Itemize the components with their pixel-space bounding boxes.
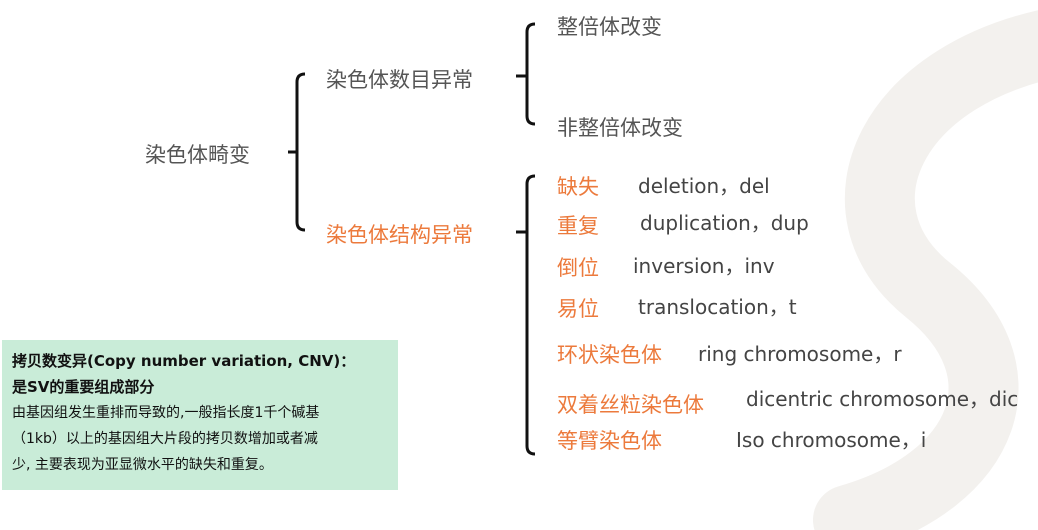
- term-isochromosome-en: Iso chromosome，i: [736, 428, 927, 452]
- term-isochromosome-cn: 等臂染色体: [557, 429, 662, 453]
- cnv-note-body-line: 由基因组发生重排而导致的,一般指长度1千个碱基: [12, 405, 320, 421]
- branch-structural-abnormality: 染色体结构异常: [326, 223, 473, 247]
- root-label: 染色体畸变: [145, 143, 250, 167]
- bracket-lines: [288, 22, 536, 456]
- branch-numerical-abnormality: 染色体数目异常: [326, 68, 473, 92]
- leaf-aneuploidy-change: 非整倍体改变: [557, 116, 683, 140]
- term-deletion-cn: 缺失: [557, 175, 599, 199]
- term-duplication-en: duplication，dup: [640, 211, 809, 235]
- cnv-note-body-line: 少, 主要表现为亚显微水平的缺失和重复。: [12, 457, 273, 473]
- cnv-note-body-line: （1kb）以上的基因组大片段的拷贝数增加或者减: [12, 431, 318, 447]
- background-swirl-decoration: [813, 10, 1038, 530]
- term-deletion-en: deletion，del: [638, 174, 770, 198]
- cnv-note-title: 拷贝数变异(Copy number variation, CNV)：: [12, 352, 356, 370]
- term-translocation-en: translocation，t: [638, 295, 797, 319]
- cnv-note-subtitle: 是SV的重要组成部分: [12, 378, 155, 396]
- term-inversion-en: inversion，inv: [633, 254, 775, 278]
- term-ring-chromosome-en: ring chromosome，r: [698, 342, 902, 366]
- term-translocation-cn: 易位: [557, 297, 599, 321]
- term-dicentric-chromosome-cn: 双着丝粒染色体: [557, 393, 704, 417]
- term-ring-chromosome-cn: 环状染色体: [557, 343, 662, 367]
- leaf-euploidy-change: 整倍体改变: [557, 15, 662, 39]
- term-duplication-cn: 重复: [557, 214, 599, 238]
- term-dicentric-chromosome-en: dicentric chromosome，dic: [746, 387, 1019, 411]
- term-inversion-cn: 倒位: [557, 256, 599, 280]
- cnv-note-box: 拷贝数变异(Copy number variation, CNV)： 是SV的重…: [2, 340, 398, 490]
